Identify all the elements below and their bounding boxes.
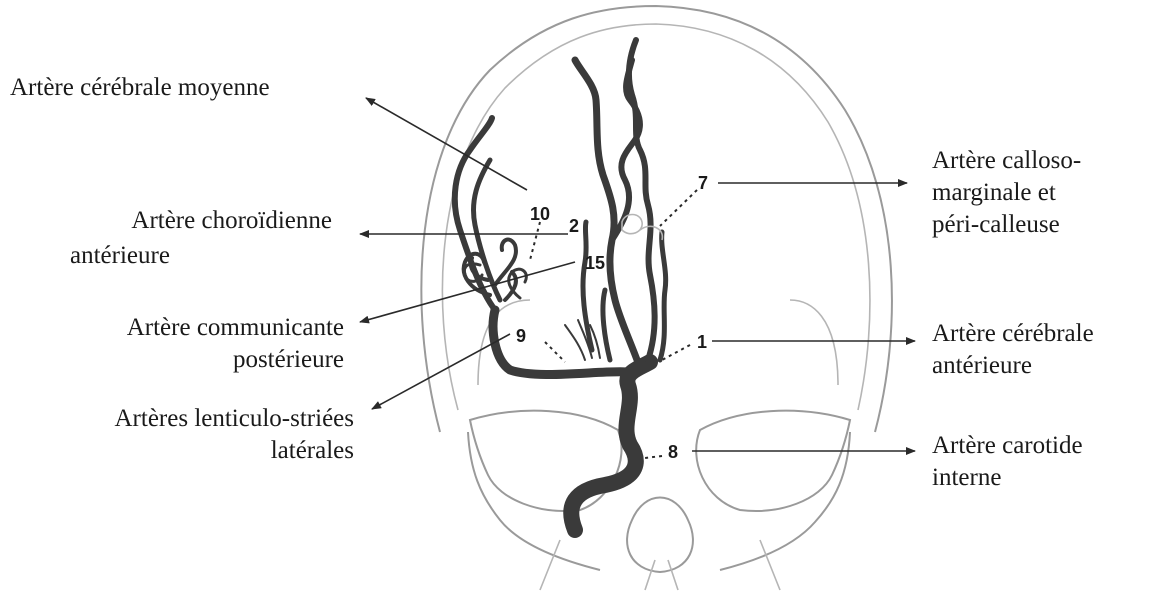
label-line: postérieure [24,344,344,376]
number-2: 2 [569,216,579,236]
number-15: 15 [585,253,605,273]
label-line: interne [932,462,1083,494]
label-choroidienne-anterieure: Artère choroïdienne [32,205,332,237]
label-carotide-interne: Artère carotide interne [932,430,1083,494]
label-choroidienne-anterieure-2: antérieure [70,240,170,272]
label-line: Artère choroïdienne [32,205,332,237]
label-line: Artères lenticulo-striées [24,403,354,435]
label-cerebrale-anterieure: Artère cérébrale antérieure [932,318,1094,382]
number-9: 9 [516,326,526,346]
label-line: péri-calleuse [932,209,1081,241]
label-line: Artère cérébrale moyenne [10,72,270,104]
label-line: Artère calloso- [932,145,1081,177]
label-calloso-marginale: Artère calloso- marginale et péri-calleu… [932,145,1081,241]
skull-outline [421,6,892,590]
label-communicante-posterieure: Artère communicante postérieure [24,312,344,376]
label-line: Artère carotide [932,430,1083,462]
label-line: latérales [24,435,354,467]
label-line: Artère cérébrale [932,318,1094,350]
number-8: 8 [668,442,678,462]
label-lenticulo-striees: Artères lenticulo-striées latérales [24,403,354,467]
number-7: 7 [698,173,708,193]
label-line: Artère communicante [24,312,344,344]
label-cerebrale-moyenne: Artère cérébrale moyenne [10,72,270,104]
number-10: 10 [530,204,550,224]
label-line: marginale et [932,177,1081,209]
number-1: 1 [697,332,707,352]
label-line: antérieure [70,240,170,272]
label-line: antérieure [932,350,1094,382]
